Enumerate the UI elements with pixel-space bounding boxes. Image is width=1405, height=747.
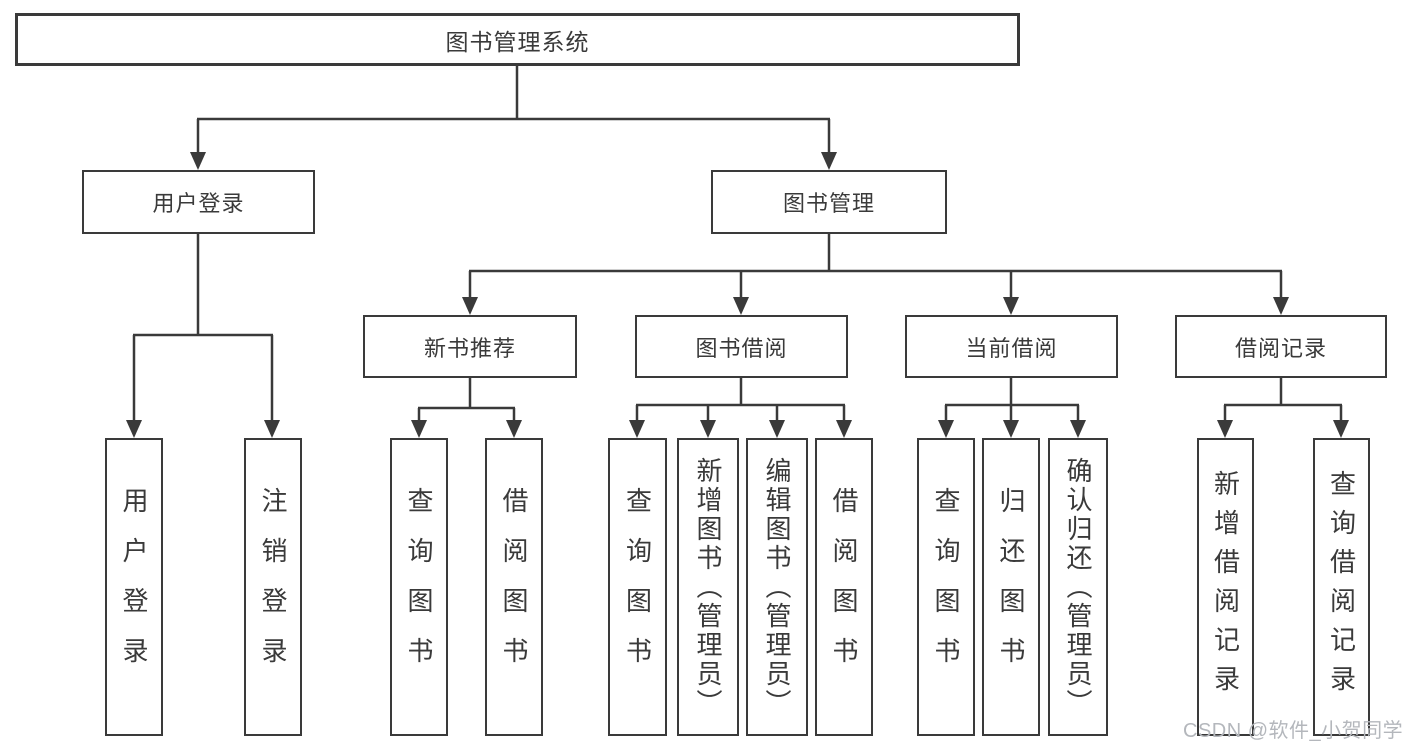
leaf-label: 查询图书 — [622, 487, 653, 687]
node-label: 图书管理 — [782, 191, 875, 216]
leaf-borrow-books: 借阅图书 — [815, 438, 873, 736]
node-label: 新书推荐 — [423, 335, 516, 361]
leaf-label: 注销登录 — [258, 487, 288, 687]
leaf-logout: 注销登录 — [244, 438, 302, 736]
node-current-borrowing: 当前借阅 — [905, 315, 1118, 378]
leaf-label: 新增借阅记录 — [1210, 470, 1241, 704]
connector-user-login-children — [126, 234, 280, 438]
node-book-borrowing: 图书借阅 — [635, 315, 848, 378]
connector-book-management-children — [462, 234, 1289, 315]
leaf-label: 编辑图书（管理员） — [762, 456, 792, 718]
node-label: 借阅记录 — [1234, 335, 1327, 361]
connector-root-to-level2 — [190, 66, 837, 170]
leaf-label: 查询图书 — [404, 487, 434, 687]
leaf-label: 查询借阅记录 — [1326, 470, 1357, 704]
leaf-label: 归还图书 — [996, 487, 1026, 687]
node-label: 用户登录 — [152, 191, 245, 216]
node-label: 当前借阅 — [965, 335, 1058, 361]
connector-new-book-children — [411, 378, 522, 438]
leaf-label: 查询图书 — [931, 487, 961, 687]
leaf-label: 借阅图书 — [829, 487, 859, 687]
leaf-borrow-books-newbook: 借阅图书 — [485, 438, 543, 736]
leaf-query-books-current: 查询图书 — [917, 438, 975, 736]
connector-current-borrow-children — [938, 378, 1086, 438]
connector-book-borrow-children — [629, 378, 852, 438]
leaf-return-books: 归还图书 — [982, 438, 1040, 736]
node-library-management-system: 图书管理系统 — [15, 13, 1020, 66]
leaf-edit-books-admin: 编辑图书（管理员） — [746, 438, 808, 736]
leaf-add-borrow-record: 新增借阅记录 — [1197, 438, 1254, 736]
node-label: 图书借阅 — [695, 335, 788, 361]
leaf-label: 确认归还（管理员） — [1063, 456, 1093, 718]
leaf-label: 新增图书（管理员） — [693, 456, 723, 718]
leaf-query-books-newbook: 查询图书 — [390, 438, 448, 736]
node-user-login: 用户登录 — [82, 170, 315, 234]
connector-borrow-records-children — [1217, 378, 1349, 438]
node-borrowing-records: 借阅记录 — [1175, 315, 1387, 378]
csdn-watermark: CSDN @软件_小贺同学 — [1183, 720, 1404, 742]
node-book-management: 图书管理 — [711, 170, 947, 234]
leaf-user-login: 用户登录 — [105, 438, 163, 736]
leaf-label: 用户登录 — [119, 487, 149, 687]
node-new-book-recommendation: 新书推荐 — [363, 315, 577, 378]
leaf-query-books-borrow: 查询图书 — [608, 438, 667, 736]
leaf-confirm-return-admin: 确认归还（管理员） — [1048, 438, 1108, 736]
leaf-add-books-admin: 新增图书（管理员） — [677, 438, 739, 736]
node-label: 图书管理系统 — [445, 28, 590, 55]
leaf-label: 借阅图书 — [499, 487, 529, 687]
leaf-query-borrow-record: 查询借阅记录 — [1313, 438, 1370, 736]
